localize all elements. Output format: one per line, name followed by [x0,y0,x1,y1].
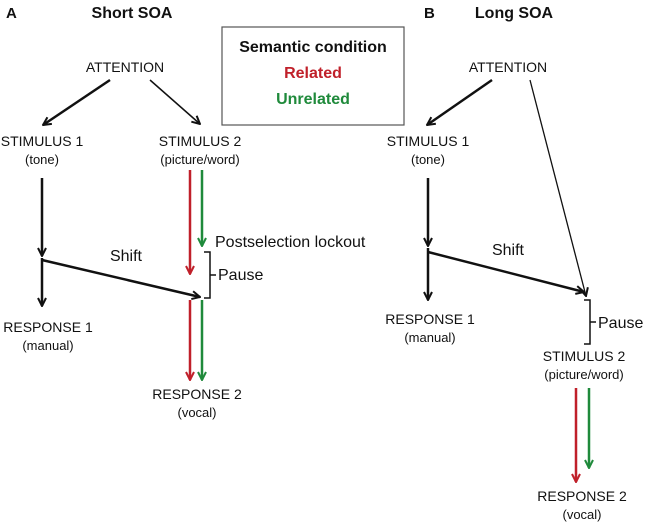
panel-b-response1-sub: (manual) [404,330,455,345]
panel-b-letter: B [424,5,435,22]
legend-related: Related [284,65,342,82]
panel-a-postselection-label: Postselection lockout [215,234,366,251]
panel-a-pause-bracket [204,251,211,299]
panel-b-title: Long SOA [475,5,554,22]
panel-a-stimulus2-sub: (picture/word) [160,152,239,167]
panel-a-stimulus1-sub: (tone) [25,152,59,167]
panel-a-stimulus1: STIMULUS 1 [1,133,84,149]
panel-b-stimulus1: STIMULUS 1 [387,133,470,149]
panel-a-pause-label: Pause [218,267,263,284]
panel-b-arrow-attention-stimulus2 [529,79,586,296]
panel-a-stimulus2: STIMULUS 2 [159,133,242,149]
panel-a-arrow-attention-stimulus1 [43,78,111,125]
panel-a-response1: RESPONSE 1 [3,319,93,335]
panel-b-response1: RESPONSE 1 [385,311,475,327]
panel-b-stimulus1-sub: (tone) [411,152,445,167]
panel-a-arrow-shift [41,258,200,297]
panel-b-stimulus2: STIMULUS 2 [543,348,626,364]
legend-title: Semantic condition [239,39,387,56]
panel-b-shift-label: Shift [492,242,525,259]
panel-b-response2: RESPONSE 2 [537,488,627,504]
panel-a-attention: ATTENTION [86,59,164,75]
panel-a-title: Short SOA [92,5,173,22]
panel-a-response2: RESPONSE 2 [152,386,242,402]
panel-a-response1-sub: (manual) [22,338,73,353]
panel-a-shift-label: Shift [110,248,143,265]
panel-a-arrow-attention-stimulus2 [149,79,200,124]
panel-a-letter: A [6,5,17,22]
panel-b-attention: ATTENTION [469,59,547,75]
panel-b-pause-bracket [584,299,591,345]
legend-box [221,26,405,126]
panel-b-arrow-shift [427,250,584,292]
panel-b-pause-label: Pause [598,315,643,332]
panel-a-response2-sub: (vocal) [177,405,216,420]
legend-unrelated: Unrelated [276,91,350,108]
panel-b-arrow-attention-stimulus1 [427,78,493,125]
panel-b-response2-sub: (vocal) [562,507,601,522]
panel-b-stimulus2-sub: (picture/word) [544,367,623,382]
